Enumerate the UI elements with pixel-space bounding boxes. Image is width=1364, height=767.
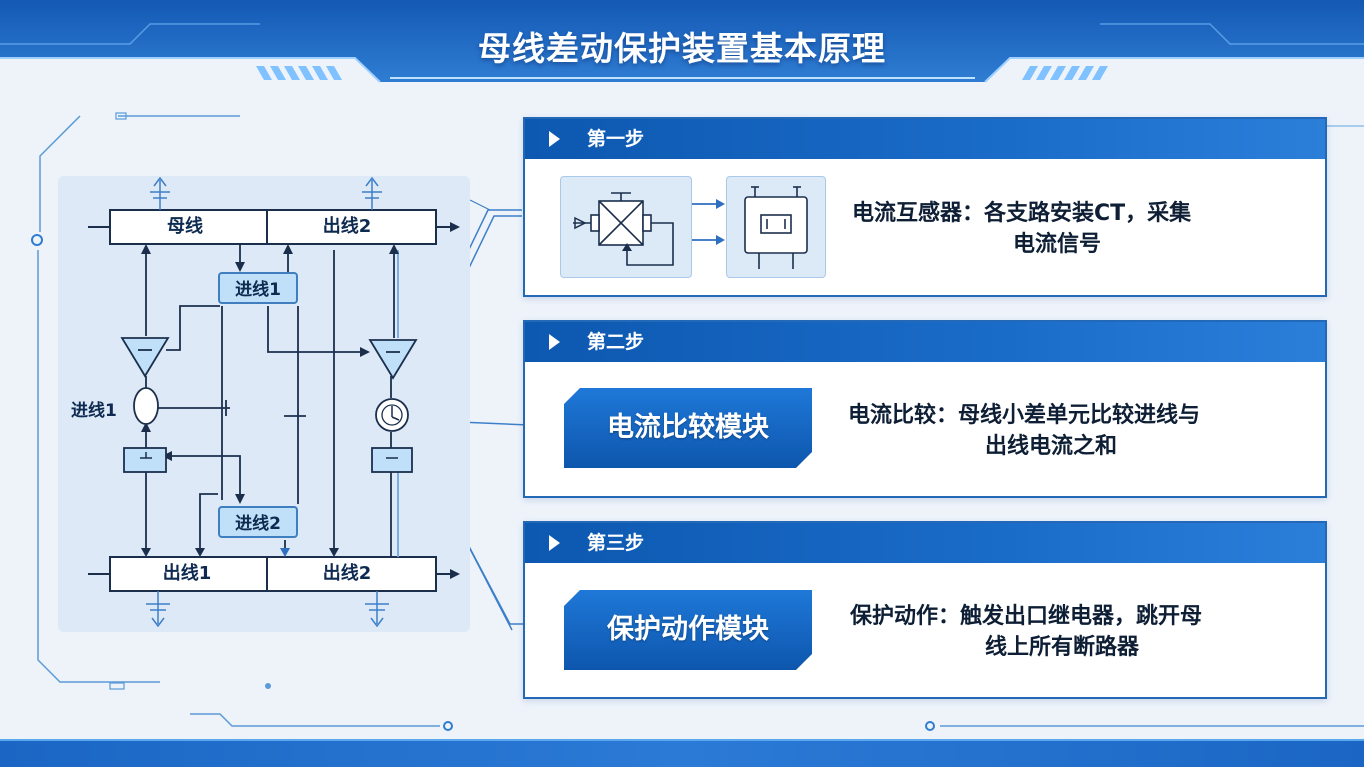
current-comparison-module: 电流比较模块 <box>564 388 812 468</box>
step-3-label: 保护动作： <box>850 604 961 629</box>
step-2-label: 电流比较： <box>848 403 959 428</box>
step-1-description: 电流互感器：各支路安装CT，采集 电流信号 <box>852 198 1191 260</box>
step-2-header: 第二步 <box>525 322 1325 362</box>
step-3-description: 保护动作：触发出口继电器，跳开母 线上所有断路器 <box>850 601 1202 663</box>
bus-label-bottom-right: 出线2 <box>322 563 372 584</box>
step-3-text-line2: 线上所有断路器 <box>985 635 1140 660</box>
chevron-right-icon <box>549 334 560 350</box>
ground-icon <box>146 176 389 628</box>
ct-coil-icon <box>726 176 826 278</box>
step-1-text-line1: 各支路安装CT，采集 <box>984 201 1192 226</box>
tag-incoming-line-2: 进线2 <box>218 506 298 538</box>
tag-incoming-line-1: 进线1 <box>218 272 298 304</box>
comparator-icon <box>368 339 418 380</box>
step-3-text-line1: 触发出口继电器，跳开母 <box>960 604 1203 629</box>
step-3-header: 第三步 <box>525 523 1325 563</box>
step-1-header: 第一步 <box>525 119 1325 159</box>
step-2-description: 电流比较：母线小差单元比较进线与 出线电流之和 <box>848 400 1200 462</box>
chevron-right-icon <box>549 535 560 551</box>
step-1-text-line2: 电流信号 <box>1013 232 1102 257</box>
step-2-text-line1: 母线小差单元比较进线与 <box>958 403 1201 428</box>
current-transformer-icon <box>560 176 692 278</box>
label-incoming-line-1: 进线1 <box>71 401 117 421</box>
step-1-label: 电流互感器： <box>852 201 985 226</box>
chevron-right-icon <box>549 131 560 147</box>
bus-label-bottom-left: 出线1 <box>162 563 212 584</box>
bus-label-top-right: 出线2 <box>322 216 372 237</box>
protection-action-module: 保护动作模块 <box>564 590 812 670</box>
comparator-icon <box>120 337 170 378</box>
step-2-text-line2: 出线电流之和 <box>985 434 1118 459</box>
ct-arrows <box>692 199 725 245</box>
bus-label-top-left: 母线 <box>167 216 203 237</box>
page-title: 母线差动保护装置基本原理 <box>478 29 886 68</box>
